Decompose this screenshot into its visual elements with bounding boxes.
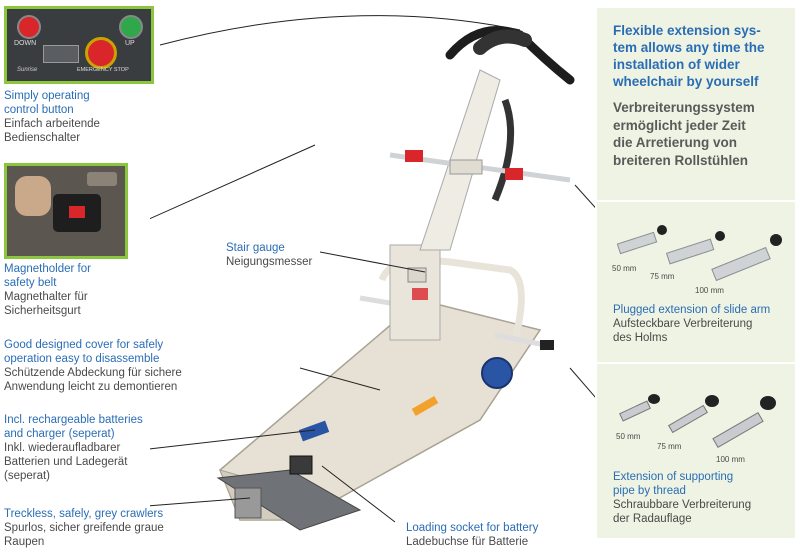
control-panel-photo: DOWN UP EMERGENCY STOP Sunrise [4, 6, 154, 84]
slide-arm-75 [665, 231, 725, 265]
pipe-size-100: 100 mm [716, 455, 745, 464]
info-panel [597, 8, 795, 538]
panel-title-en: Flexible extension sys- tem allows any t… [613, 23, 765, 89]
socket-caption: Loading socket for battery Ladebuchse fü… [406, 522, 539, 548]
up-button-icon [119, 15, 143, 39]
down-button-icon [17, 15, 41, 39]
arm-caption: Plugged extension of slide arm Aufsteckb… [613, 304, 771, 344]
pipe-extensions-image [619, 394, 776, 449]
pipe-caption: Extension of supporting pipe by thread S… [613, 471, 752, 525]
panel-divider [597, 200, 795, 202]
panel-title-de: Verbreiterungssystem ermöglicht jeder Ze… [613, 100, 755, 168]
clamp-icon [405, 150, 423, 162]
safety-belt [491, 98, 515, 202]
wheel-icon [234, 487, 262, 519]
stair-climber-illustration [150, 15, 595, 531]
leader-lines [150, 15, 595, 523]
cover-caption: Good designed cover for safely operation… [4, 339, 182, 393]
slide-arm-50 [616, 225, 667, 255]
control-caption: Simply operating control button Einfach … [4, 90, 100, 144]
up-label: UP [125, 40, 135, 47]
panel-divider [597, 362, 795, 364]
pipe-size-75: 75 mm [657, 442, 682, 451]
crawler-left [216, 469, 362, 531]
hand-icon [15, 176, 51, 216]
stop-label: EMERGENCY STOP [77, 67, 129, 73]
arm-size-75: 75 mm [650, 272, 675, 281]
clamp-icon [505, 168, 523, 180]
crawler-caption: Treckless, safely, grey crawlers Spurlos… [4, 508, 164, 548]
arm-size-50: 50 mm [612, 264, 637, 273]
stair-gauge-caption: Stair gauge Neigungsmesser [226, 242, 313, 268]
blue-wheel-icon [481, 357, 513, 389]
slide-arm-100 [711, 234, 782, 282]
battery-caption: Incl. rechargeable batteries and charger… [4, 414, 143, 482]
release-button-icon [69, 206, 85, 218]
pipe-size-50: 50 mm [616, 432, 641, 441]
emergency-stop-icon [85, 37, 117, 69]
battery-indicator-icon [43, 45, 79, 63]
magnet-caption: Magnetholder for safety belt Magnethalte… [4, 263, 91, 317]
brand-logo: Sunrise [17, 67, 38, 73]
clip-icon [87, 172, 117, 186]
loading-socket-icon [289, 455, 313, 475]
slide-arm-extensions-image [616, 225, 782, 282]
down-label: DOWN [14, 40, 37, 47]
arm-size-100: 100 mm [695, 286, 724, 295]
brand-plate [298, 420, 330, 442]
magnet-holder-photo [4, 163, 128, 259]
